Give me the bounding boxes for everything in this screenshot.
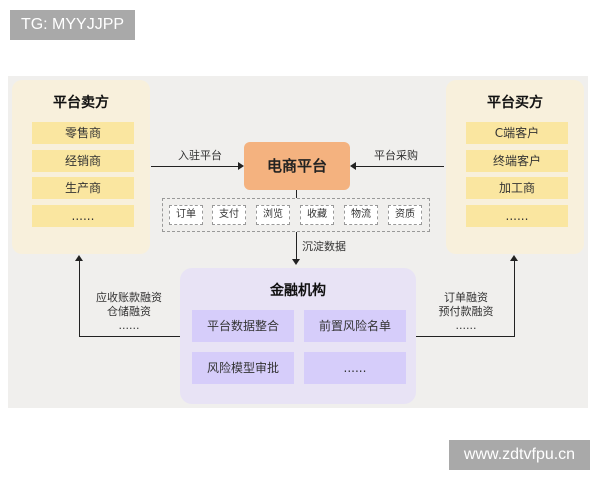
buyer-title: 平台买方	[487, 95, 543, 111]
arrow-up-icon	[510, 255, 518, 261]
arrow-right-icon	[238, 162, 244, 170]
seller-item: 经销商	[32, 150, 134, 172]
buyer-item: 加工商	[466, 177, 568, 199]
seller-item: ......	[32, 205, 134, 227]
data-type-item: 订单	[169, 205, 203, 225]
finance-to-buyer-line-v	[514, 260, 515, 337]
data-type-item: 物流	[344, 205, 378, 225]
finance-to-buyer-line-h	[416, 336, 515, 337]
data-types-group: 订单 支付 浏览 收藏 物流 资质	[162, 198, 430, 232]
data-type-item: 支付	[212, 205, 246, 225]
finance-item: 前置风险名单	[304, 310, 406, 342]
finance-item: 风险模型审批	[192, 352, 294, 384]
buyer-box: 平台买方 C端客户 终端客户 加工商 ......	[446, 80, 584, 254]
platform-to-finance-label: 沉淀数据	[302, 240, 346, 253]
buyer-item: C端客户	[466, 122, 568, 144]
finance-to-seller-line-v	[79, 260, 80, 337]
data-type-item: 资质	[388, 205, 422, 225]
watermark-bottom: www.zdtvfpu.cn	[449, 440, 590, 470]
ecommerce-platform-box: 电商平台	[244, 142, 350, 190]
finance-item: 平台数据整合	[192, 310, 294, 342]
buyer-to-platform-line	[356, 166, 444, 167]
arrow-down-icon	[292, 259, 300, 265]
seller-to-platform-line	[151, 166, 239, 167]
finance-title: 金融机构	[270, 283, 326, 299]
data-to-finance-line	[296, 232, 297, 260]
seller-box: 平台卖方 零售商 经销商 生产商 ......	[12, 80, 150, 254]
label-line: 应收账款融资	[96, 291, 162, 304]
buyer-to-platform-label: 平台采购	[374, 149, 418, 162]
buyer-item: 终端客户	[466, 150, 568, 172]
arrow-up-icon	[75, 255, 83, 261]
label-line: ......	[118, 319, 140, 332]
watermark-top: TG: MYYJJPP	[10, 10, 135, 40]
label-line: ......	[455, 319, 477, 332]
platform-to-data-line	[296, 190, 297, 198]
data-type-item: 浏览	[256, 205, 290, 225]
finance-to-seller-label: 应收账款融资 仓储融资 ......	[86, 291, 172, 333]
seller-to-platform-label: 入驻平台	[178, 149, 222, 162]
finance-to-buyer-label: 订单融资 预付款融资 ......	[426, 291, 506, 333]
finance-item: ......	[304, 352, 406, 384]
seller-title: 平台卖方	[53, 95, 109, 111]
arrow-left-icon	[350, 162, 356, 170]
buyer-item: ......	[466, 205, 568, 227]
label-line: 订单融资	[444, 291, 488, 304]
label-line: 仓储融资	[107, 305, 151, 318]
finance-to-seller-line-h	[79, 336, 180, 337]
label-line: 预付款融资	[438, 305, 494, 318]
finance-institution-box: 金融机构 平台数据整合 前置风险名单 风险模型审批 ......	[180, 268, 416, 404]
seller-item: 零售商	[32, 122, 134, 144]
data-type-item: 收藏	[300, 205, 334, 225]
seller-item: 生产商	[32, 177, 134, 199]
